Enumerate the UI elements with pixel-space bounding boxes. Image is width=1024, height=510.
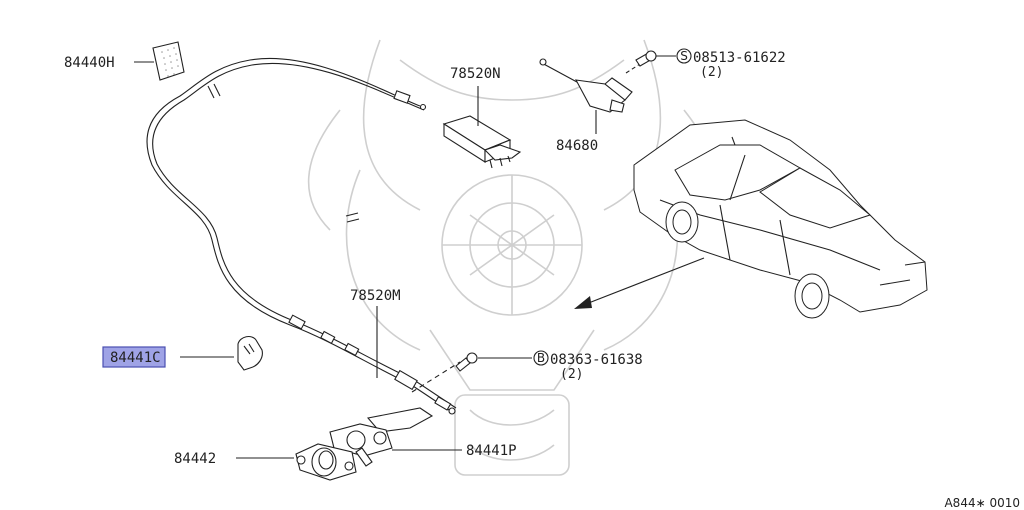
label-84440h: 84440H — [64, 55, 115, 71]
release-cable — [146, 58, 457, 415]
diagram-reference: A844∗ 0010 — [944, 496, 1020, 510]
label-84680: 84680 — [556, 138, 598, 154]
label-bolt-s: 08513-61622 — [693, 50, 786, 66]
part-84441c — [180, 335, 263, 371]
pointer-arrow — [574, 257, 705, 309]
bolt-b — [411, 350, 549, 393]
part-84442 — [236, 443, 357, 481]
bolt-s-prefix: S — [680, 49, 688, 63]
car-illustration — [633, 119, 928, 319]
circle-s-icon — [676, 48, 692, 64]
part-78520n — [442, 86, 522, 169]
label-78520n: 78520N — [450, 66, 501, 82]
label-bolt-b: 08363-61638 — [550, 352, 643, 368]
label-84441c: 84441C — [110, 350, 161, 366]
part-84441p — [329, 407, 462, 467]
bolt-s — [625, 48, 692, 74]
part-84440h — [134, 41, 185, 81]
label-78520m: 78520M — [350, 288, 401, 304]
highlight-84441c — [102, 346, 166, 368]
qty-bolt-s: (2) — [700, 65, 723, 80]
circle-b-icon — [533, 350, 549, 366]
label-84442: 84442 — [174, 451, 216, 467]
bolt-b-prefix: B — [537, 351, 545, 365]
label-84441p: 84441P — [466, 443, 517, 459]
qty-bolt-b: (2) — [560, 367, 583, 382]
part-84680 — [539, 58, 633, 134]
watermark-emblem — [307, 39, 717, 476]
